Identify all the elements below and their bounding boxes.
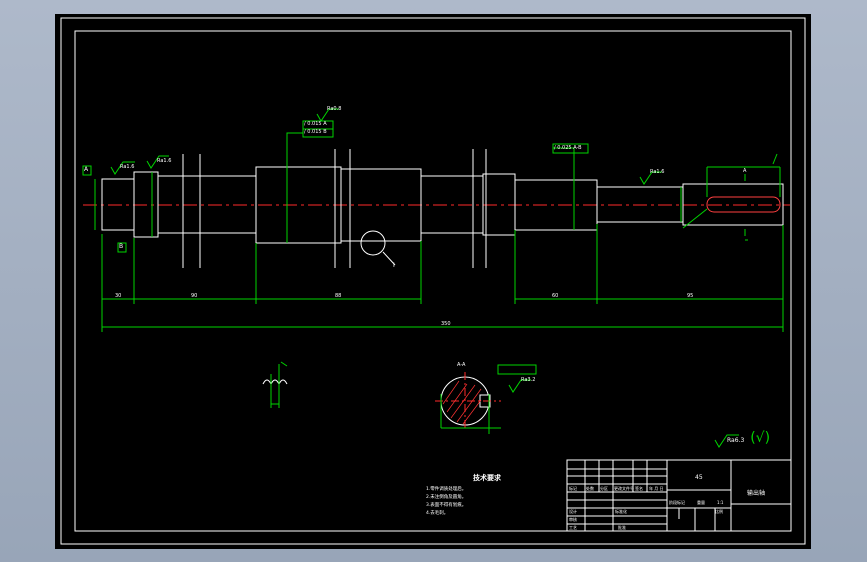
dim-1: 30 [115, 293, 122, 299]
notes-title: 技术要求 [473, 474, 501, 482]
title-cell-date: 年 月 日 [649, 486, 664, 491]
outer-border [60, 17, 806, 545]
title-cell-mark: 标记 [569, 486, 577, 491]
roughness-marks [110, 108, 739, 448]
note-line: 1.零件调质处理后。 [426, 487, 467, 492]
title-scale: 1:1 [717, 500, 724, 505]
roughness-callout-2: Ra1.6 [157, 158, 172, 164]
dim-4: 60 [552, 293, 559, 299]
inner-border [74, 30, 792, 532]
note-line: 2.未注倒角及圆角。 [426, 495, 467, 500]
section-label: A-A [457, 362, 466, 368]
title-part-name: 输出轴 [747, 490, 766, 497]
title-block [566, 459, 792, 532]
detail-label: I [393, 262, 395, 269]
title-cell-scale: 比例 [715, 509, 723, 514]
title-cell-standard: 标准化 [615, 509, 627, 514]
datum-label-b: B [119, 243, 124, 250]
roughness-callout-5: Ra3.2 [521, 377, 536, 383]
notes-block: 1.零件调质处理后。 2.未注倒角及圆角。 3.表面不得有划痕。 4.去毛刺。 [426, 486, 466, 518]
section-callout: A [743, 168, 747, 174]
dim-3: 88 [335, 293, 342, 299]
dim-2: 90 [191, 293, 198, 299]
shaft-drawing [60, 17, 806, 545]
shaft-outline [101, 149, 784, 268]
drawing-sheet[interactable]: Ra1.6 Ra1.6 Ra0.8 Ra1.6 Ra3.2 / 0.015 A … [55, 14, 811, 549]
dim-5: 95 [687, 293, 694, 299]
datum-label-a: A [84, 166, 89, 173]
dimension-lines [82, 132, 784, 332]
title-cell-zone: 分区 [600, 486, 608, 491]
title-cell-sign: 签名 [635, 486, 643, 491]
section-view [435, 372, 501, 434]
note-line: 4.去毛刺。 [426, 511, 449, 516]
title-cell-approve: 批准 [618, 525, 626, 530]
detail-view [262, 361, 288, 408]
note-line: 3.表面不得有划痕。 [426, 503, 467, 508]
roughness-callout-1: Ra1.6 [120, 164, 135, 170]
general-roughness: Ra6.3 (√) [727, 430, 771, 446]
tolerance-frame-2: / 0.015 B [304, 129, 327, 135]
roughness-paren-icon: (√) [750, 430, 771, 446]
title-cell-review: 审核 [569, 517, 577, 522]
title-cell-change: 更改文件号 [614, 486, 634, 491]
tolerance-frames [302, 120, 589, 375]
title-cell-count: 处数 [586, 486, 594, 491]
title-cell-weight: 重量 [697, 500, 705, 505]
title-cell-process: 工艺 [569, 525, 577, 530]
roughness-callout-3: Ra0.8 [327, 106, 342, 112]
roughness-callout-4: Ra1.6 [650, 169, 665, 175]
title-cell-design: 设计 [569, 509, 577, 514]
tolerance-frame-3: / 0.025 A-B [554, 145, 582, 151]
title-material: 45 [695, 474, 703, 481]
dim-6: 350 [441, 321, 451, 327]
title-cell-stage: 阶段标记 [669, 500, 685, 505]
tolerance-frame-1: / 0.015 A [304, 121, 327, 127]
